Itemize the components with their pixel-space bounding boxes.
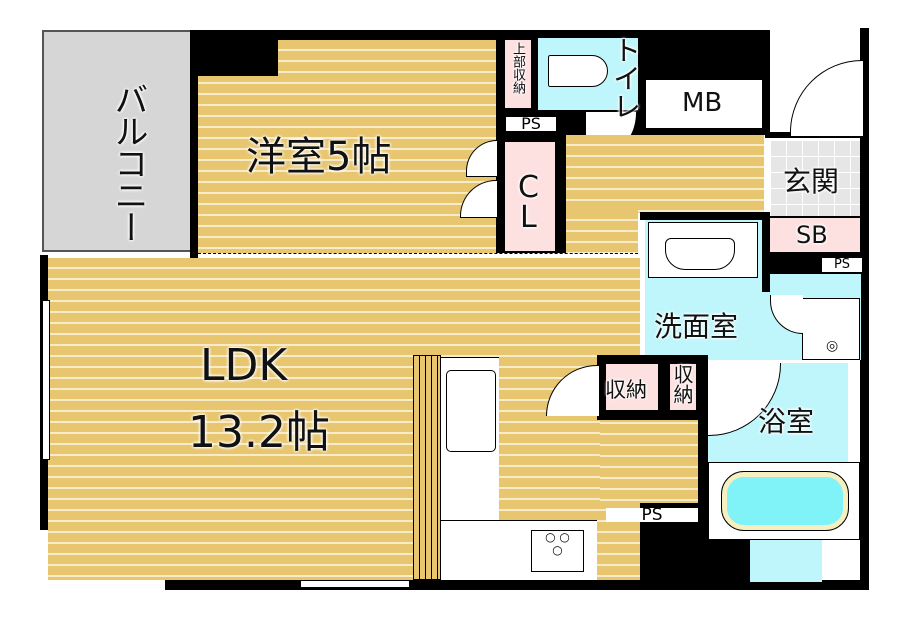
bathroom-label: 浴室 [758, 405, 815, 438]
ldk-label: LDK [200, 340, 288, 391]
mb [646, 80, 762, 128]
storage-1-label: 収納 [605, 378, 647, 402]
wall-washroom-right [762, 212, 770, 292]
window-bottom [300, 580, 410, 588]
wall-bath-left [698, 355, 708, 515]
closet-label-c: C [518, 170, 539, 205]
storage-1 [604, 362, 660, 412]
entrance [770, 140, 860, 216]
shoe-box [768, 216, 862, 254]
wall-top [190, 30, 770, 40]
wall-right [860, 28, 869, 588]
toilet-label: トイレ [609, 36, 642, 120]
closet-door-upper[interactable] [466, 140, 497, 177]
wall-bottom [165, 580, 869, 590]
toilet-bowl-icon [548, 55, 608, 87]
washroom-label: 洗面室 [654, 310, 739, 343]
storage-2-label: 収納 [670, 364, 694, 404]
ps-label-2: PS [822, 258, 862, 272]
wall-left-upper [190, 30, 198, 258]
cooktop-icon: ○ ○○ [531, 530, 584, 572]
entrance-label: 玄関 [783, 165, 840, 198]
upper-storage-label: 上部収納 [510, 42, 525, 94]
window-left [42, 300, 50, 460]
ps-label-1: PS [506, 116, 556, 132]
kitchen-counter-bar [413, 355, 441, 580]
closet-label-l: L [520, 200, 537, 235]
bath-window-area [750, 540, 822, 582]
ldk-size-label: 13.2帖 [188, 407, 330, 458]
hallway-lower [566, 210, 638, 258]
partition-line [198, 253, 638, 258]
hallway [566, 135, 764, 213]
ps-label-3: PS [606, 507, 698, 524]
shoe-box-label: SB [796, 221, 828, 249]
washing-machine-drain-icon: ◎ [826, 338, 839, 354]
kitchen-sink-icon [446, 370, 496, 452]
balcony [42, 30, 194, 252]
western-room-label: 洋室5帖 [246, 134, 392, 180]
entrance-door[interactable] [790, 60, 863, 136]
balcony-label: バルコニー [108, 82, 148, 242]
washing-machine [802, 298, 860, 360]
closet [503, 140, 557, 253]
sink-basin-icon [665, 238, 735, 270]
storage-2 [668, 362, 698, 412]
wall-washroom-top [640, 212, 768, 220]
upper-storage [503, 38, 533, 110]
bathtub-icon [721, 471, 849, 531]
mb-label: MB [682, 88, 723, 118]
wall-notch-cover [198, 40, 278, 76]
